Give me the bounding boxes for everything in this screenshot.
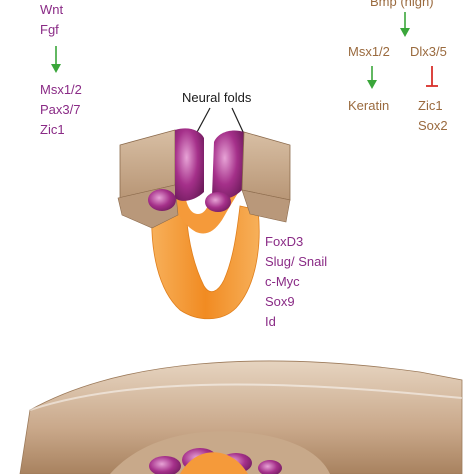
left-neural-fold <box>117 128 204 229</box>
label-zic-right: Zic1 <box>418 98 443 113</box>
label-neural-folds: Neural folds <box>182 90 252 105</box>
label-fgf: Fgf <box>40 22 59 37</box>
label-sox9: Sox9 <box>265 294 295 309</box>
label-c-myc: c-Myc <box>265 274 300 289</box>
label-slug-snail: Slug/ Snail <box>265 254 328 269</box>
neural-tube-section <box>19 360 463 474</box>
label-sox2: Sox2 <box>418 118 448 133</box>
label-pax: Pax3/7 <box>40 102 81 117</box>
label-msx-left: Msx1/2 <box>40 82 82 97</box>
label-msx-right: Msx1/2 <box>348 44 390 59</box>
label-zic-left: Zic1 <box>40 122 65 137</box>
label-wnt: Wnt <box>40 2 64 17</box>
activation-arrow-bmp <box>400 12 410 37</box>
right-neural-fold <box>205 130 291 223</box>
inhibition-bar-dlx <box>426 66 438 87</box>
label-id: Id <box>265 314 276 329</box>
label-keratin: Keratin <box>348 98 390 113</box>
pointer-line-left <box>195 107 211 135</box>
pointer-line-right <box>231 107 245 135</box>
label-foxd3: FoxD3 <box>265 234 304 249</box>
label-dlx: Dlx3/5 <box>410 44 447 59</box>
label-bmp-high: Bmp (high) <box>370 0 434 9</box>
activation-arrow-left <box>51 46 61 73</box>
activation-arrow-msx <box>367 66 377 89</box>
